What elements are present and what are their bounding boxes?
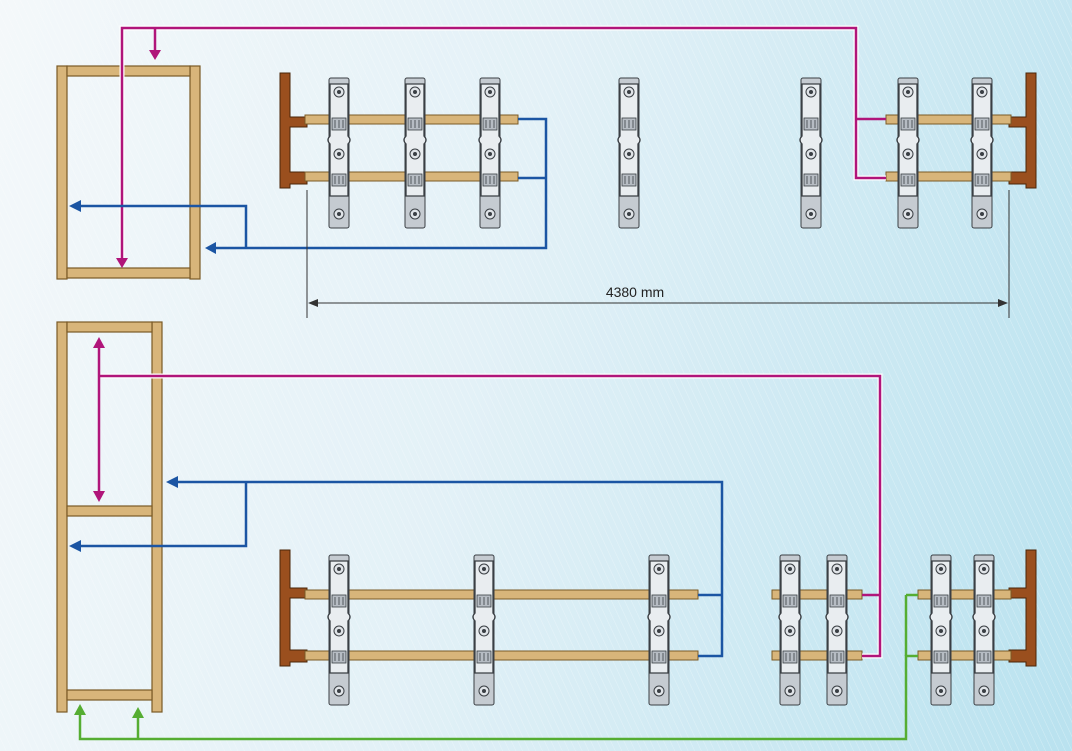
top-blue-line (80, 117, 548, 250)
arrow-head (998, 299, 1008, 307)
arrow-head (132, 707, 144, 718)
dimension-line (306, 190, 1010, 318)
arrow-head (93, 337, 105, 348)
top-end-post-right (1008, 72, 1037, 189)
bottom-rails (304, 589, 1012, 661)
dimension-label: 4380 mm (605, 284, 665, 300)
clamp (970, 77, 994, 229)
clamp (647, 554, 671, 706)
clamp (472, 554, 496, 706)
clamp (896, 77, 920, 229)
clamp (617, 77, 641, 229)
clamp (327, 77, 351, 229)
top-end-post-left (279, 72, 308, 189)
bottom-blue-line (80, 480, 724, 658)
top-frame (56, 65, 201, 280)
clamp (478, 77, 502, 229)
bottom-green-line (78, 593, 918, 741)
arrow-head (69, 540, 81, 552)
arrow-head (308, 299, 318, 307)
arrow-head (205, 242, 216, 254)
clamp (825, 554, 849, 706)
clamp (799, 77, 823, 229)
top-magenta-line (119, 25, 886, 260)
arrow-head (74, 704, 86, 715)
clamp (929, 554, 953, 706)
bottom-frame (56, 321, 163, 713)
arrow-head (116, 258, 128, 268)
clamp (327, 554, 351, 706)
arrow-head (93, 491, 105, 502)
arrow-head (149, 50, 161, 60)
arrow-head (166, 476, 178, 488)
bottom-end-post-right (1008, 549, 1037, 667)
clamp (972, 554, 996, 706)
bottom-end-post-left (279, 549, 308, 667)
bottom-magenta-line (97, 346, 883, 659)
clamp (403, 77, 427, 229)
arrow-head (69, 200, 81, 212)
clamp (778, 554, 802, 706)
